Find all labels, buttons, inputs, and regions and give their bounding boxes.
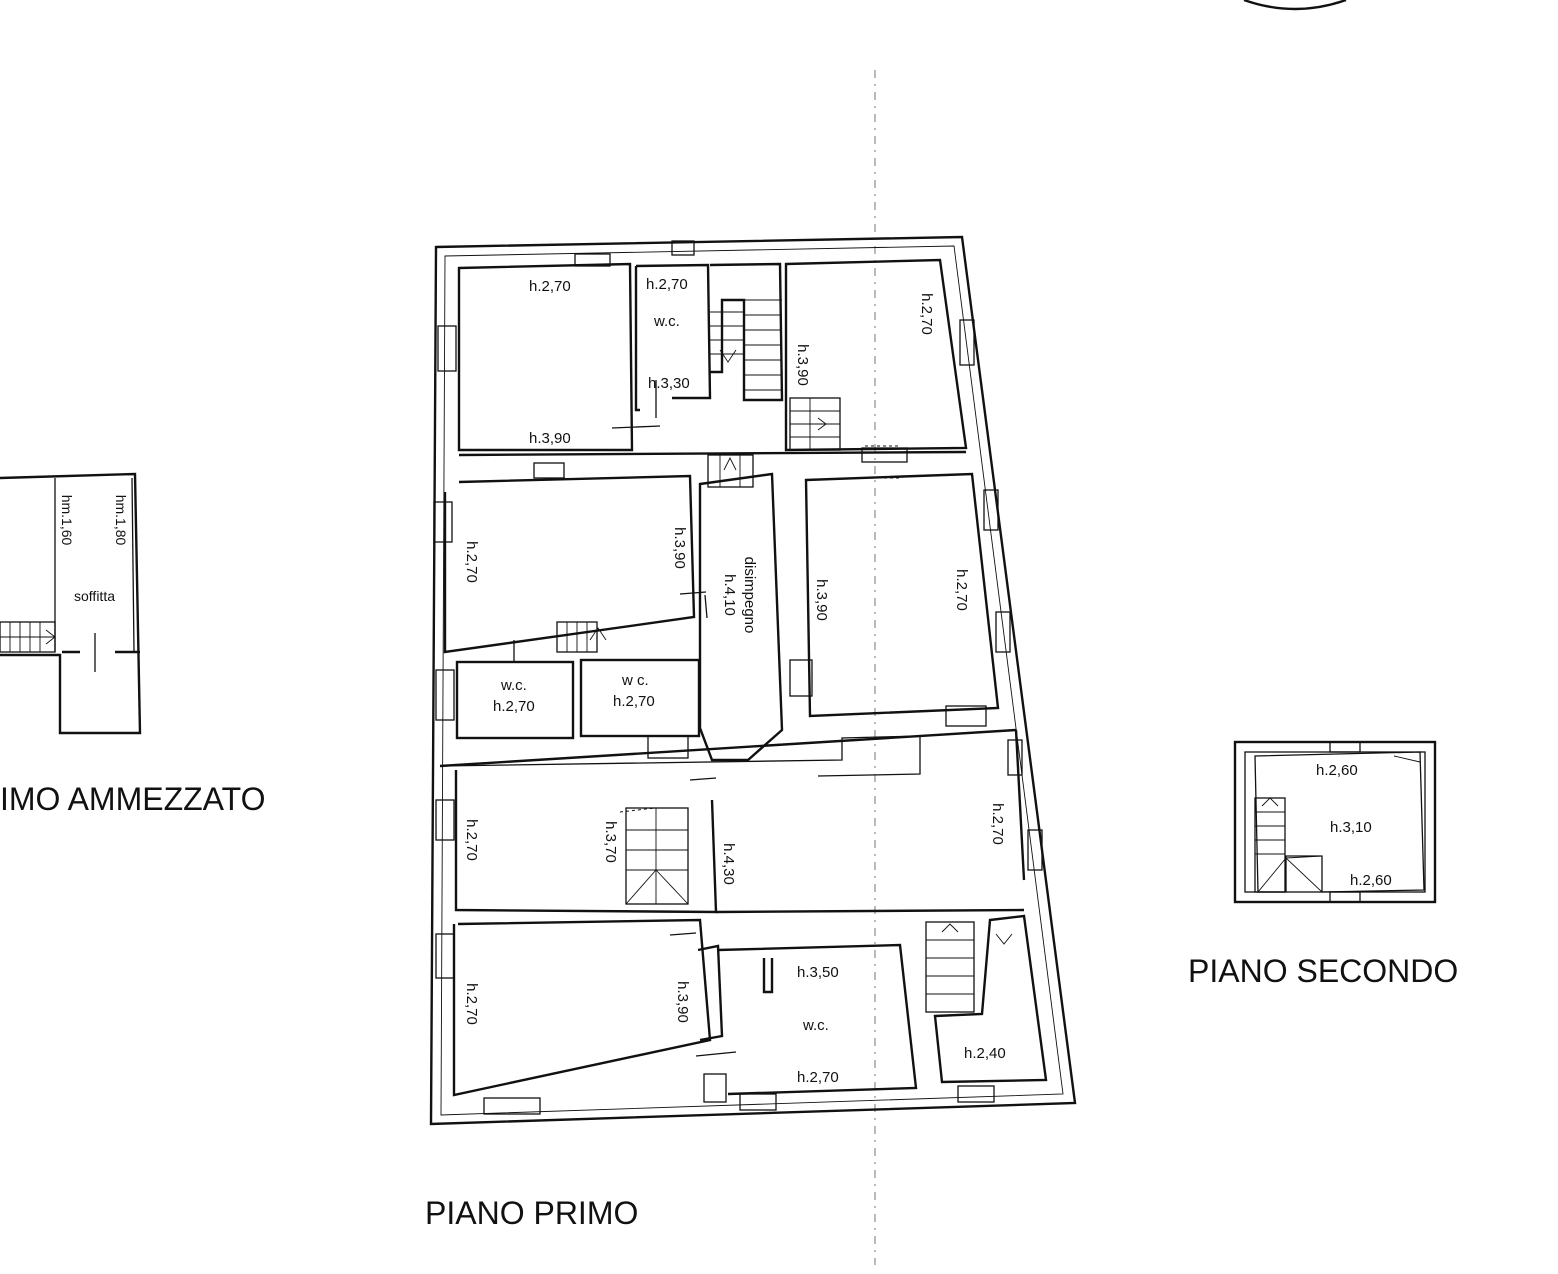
second-height-mid: h.3,10 (1330, 819, 1372, 836)
second-floor-title: PIANO SECONDO (1188, 953, 1458, 989)
wc-bottom-height-2: h.2,70 (797, 1069, 839, 1086)
room-mr-height-left: h.3,90 (813, 579, 830, 621)
hall-stair-height: h.3,70 (602, 821, 619, 863)
corridor-height: h.4,10 (721, 574, 738, 616)
corridor-label: disimpegno (741, 557, 758, 634)
room-ml-height: h.2,70 (463, 541, 480, 583)
room-mr-height-right: h.2,70 (953, 569, 970, 611)
north-arrow-arc (1243, 0, 1347, 11)
room-bl-height: h.2,70 (463, 983, 480, 1025)
first-floor-title: PIANO PRIMO (425, 1195, 638, 1231)
wc-b-height: h.2,70 (613, 693, 655, 710)
wc-a-label: w.c. (500, 677, 527, 694)
second-height-top: h.2,60 (1316, 762, 1358, 779)
wc-top-label: w.c. (653, 313, 680, 330)
room-br-height: h.2,40 (964, 1045, 1006, 1062)
mezz-room-label: soffitta (74, 588, 115, 604)
wc-bottom-label: w.c. (802, 1017, 829, 1034)
wc-a-height: h.2,70 (493, 698, 535, 715)
second-height-bottom: h.2,60 (1350, 872, 1392, 889)
wc-top-height: h.2,70 (646, 276, 688, 293)
first-floor-plan (429, 235, 1077, 1126)
wc-bottom-height: h.3,50 (797, 964, 839, 981)
hall-right-height: h.2,70 (989, 803, 1006, 845)
room-bl-height-right: h.3,90 (674, 981, 691, 1023)
mezzanine-title: IMO AMMEZZATO (0, 781, 265, 817)
second-floor-plan (1233, 740, 1437, 904)
wc-top-height-2: h.3,30 (648, 375, 690, 392)
mezzanine-plan (0, 472, 142, 735)
mezz-height-right: hm.1,80 (113, 495, 129, 546)
hall-center-height: h.4,30 (720, 843, 737, 885)
hall-left-height: h.2,70 (463, 819, 480, 861)
mezz-height-left: hm.1,60 (59, 495, 75, 546)
wc-b-label: w c. (621, 672, 649, 689)
room-tl-height: h.2,70 (529, 278, 571, 295)
room-tr-height: h.2,70 (918, 293, 935, 335)
stair-height: h.3,90 (794, 344, 811, 386)
room-tl-height-low: h.3,90 (529, 430, 571, 447)
room-ml-height-right: h.3,90 (671, 527, 688, 569)
